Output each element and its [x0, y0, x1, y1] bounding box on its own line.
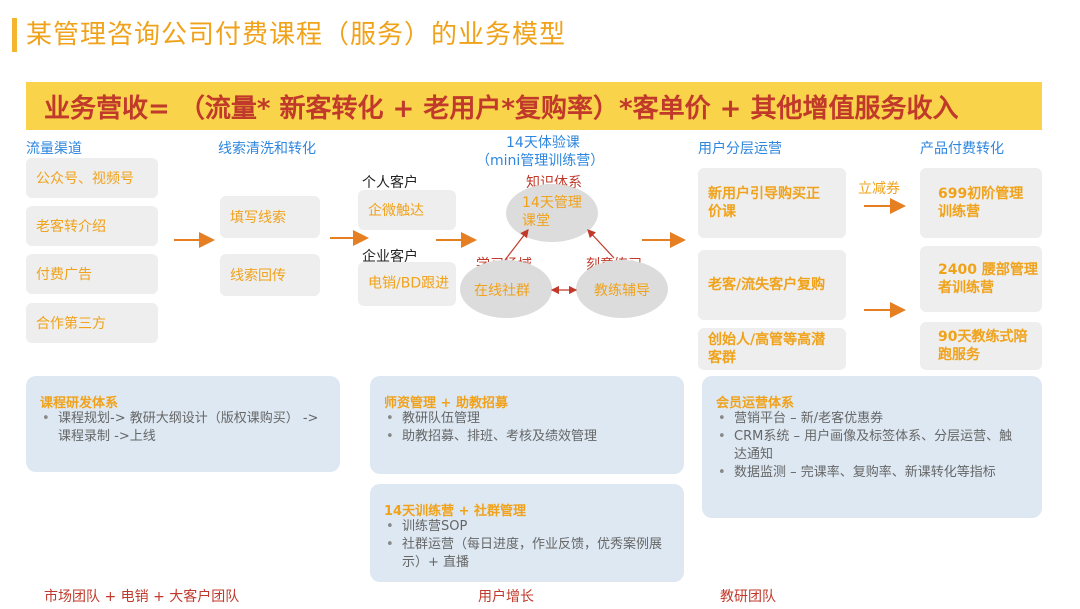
product-item-label: 699初阶管理训练营 — [938, 186, 1024, 220]
traffic-item-label: 公众号、视频号 — [36, 171, 134, 187]
traffic-item: 公众号、视频号 — [26, 158, 158, 198]
product-item: 699初阶管理训练营 — [920, 168, 1042, 238]
footer-left: 市场团队 + 电销 + 大客户团队 — [44, 589, 240, 605]
header-traffic: 流量渠道 — [26, 141, 82, 157]
course-dev-bullet: 课程规划-> 教研大纲设计（版权课购买） ->课程录制 ->上线 — [42, 410, 322, 446]
layer-item: 新用户引导购买正价课 — [698, 168, 846, 238]
teacher-bullet: 助教招募、排班、考核及绩效管理 — [386, 428, 682, 446]
revenue-formula: 业务营收= （流量* 新客转化 + 老用户*复购率）*客单价 + 其他增值服务收… — [44, 94, 959, 124]
header-trial-line1: 14天体验课 — [506, 135, 580, 151]
arrow-learning-to-knowledge — [504, 229, 529, 261]
teacher-bullet: 教研队伍管理 — [386, 410, 682, 428]
enterprise-customer-item: 电销/BD跟进 — [358, 262, 456, 306]
layer-item: 创始人/高管等高潜客群 — [698, 328, 846, 370]
learning-item: 在线社群 — [474, 283, 530, 299]
camp-bullet: 社群运营（每日进度，作业反馈，优秀案例展示）+ 直播 — [386, 536, 672, 572]
product-item: 90天教练式陪跑服务 — [920, 322, 1042, 370]
header-trial-line2: （mini管理训练营） — [476, 153, 605, 169]
lead-item-label: 线索回传 — [230, 268, 286, 284]
title-accent-bar — [12, 18, 17, 52]
member-bullet: 数据监测 – 完课率、复购率、新课转化等指标 — [718, 464, 1014, 482]
camp-bullet: 训练营SOP — [386, 518, 672, 536]
traffic-item: 合作第三方 — [26, 303, 158, 343]
header-products: 产品付费转化 — [920, 141, 1004, 157]
traffic-item: 付费广告 — [26, 254, 158, 294]
traffic-item-label: 合作第三方 — [36, 316, 106, 332]
teacher-header: 师资管理 + 助教招募 — [384, 396, 508, 411]
member-header: 会员运营体系 — [716, 396, 795, 411]
header-leads: 线索清洗和转化 — [218, 141, 316, 157]
member-bullet: CRM系统 – 用户画像及标签体系、分层运营、触达通知 — [718, 428, 1014, 464]
page-title: 某管理咨询公司付费课程（服务）的业务模型 — [26, 20, 567, 50]
traffic-item-label: 老客转介绍 — [36, 219, 106, 235]
knowledge-item: 14天管理课堂 — [522, 195, 582, 229]
course-dev-header: 课程研发体系 — [40, 396, 119, 411]
layer-item-label: 新用户引导购买正价课 — [708, 186, 820, 220]
product-item-label: 2400 腰部管理者训练营 — [938, 262, 1038, 296]
header-layers: 用户分层运营 — [698, 141, 782, 157]
revenue-formula-banner: 业务营收= （流量* 新客转化 + 老用户*复购率）*客单价 + 其他增值服务收… — [26, 82, 1042, 130]
traffic-item-label: 付费广告 — [36, 267, 92, 283]
traffic-item: 老客转介绍 — [26, 206, 158, 246]
knowledge-ellipse: 14天管理课堂 — [506, 184, 598, 242]
enterprise-customer-item-label: 电销/BD跟进 — [368, 275, 450, 292]
personal-customer-label: 个人客户 — [362, 175, 418, 191]
practice-item: 教练辅导 — [594, 283, 650, 299]
camp-panel: 14天训练营 + 社群管理 训练营SOP 社群运营（每日进度，作业反馈，优秀案例… — [370, 484, 684, 582]
footer-center: 用户增长 — [478, 589, 534, 605]
camp-header: 14天训练营 + 社群管理 — [384, 504, 527, 519]
teacher-panel: 师资管理 + 助教招募 教研队伍管理 助教招募、排班、考核及绩效管理 — [370, 376, 684, 474]
layer-item: 老客/流失客户复购 — [698, 250, 846, 320]
personal-customer-item-label: 企微触达 — [368, 203, 424, 219]
enterprise-customer-label: 企业客户 — [362, 249, 418, 265]
layer-item-label: 创始人/高管等高潜客群 — [708, 332, 826, 366]
course-dev-panel: 课程研发体系 课程规划-> 教研大纲设计（版权课购买） ->课程录制 ->上线 — [26, 376, 340, 472]
member-panel: 会员运营体系 营销平台 – 新/老客优惠券 CRM系统 – 用户画像及标签体系、… — [702, 376, 1042, 518]
practice-ellipse: 教练辅导 — [576, 260, 668, 318]
personal-customer-item: 企微触达 — [358, 190, 456, 230]
learning-ellipse: 在线社群 — [460, 260, 552, 318]
lead-item: 线索回传 — [220, 254, 320, 296]
lead-item: 填写线索 — [220, 196, 320, 238]
lead-item-label: 填写线索 — [230, 210, 286, 226]
member-bullet: 营销平台 – 新/老客优惠券 — [718, 410, 1014, 428]
product-item-label: 90天教练式陪跑服务 — [938, 329, 1028, 363]
discount-label: 立减券 — [858, 181, 900, 197]
layer-item-label: 老客/流失客户复购 — [708, 277, 826, 293]
arrow-practice-to-knowledge — [587, 229, 615, 259]
footer-right: 教研团队 — [720, 589, 776, 605]
product-item: 2400 腰部管理者训练营 — [920, 246, 1042, 312]
